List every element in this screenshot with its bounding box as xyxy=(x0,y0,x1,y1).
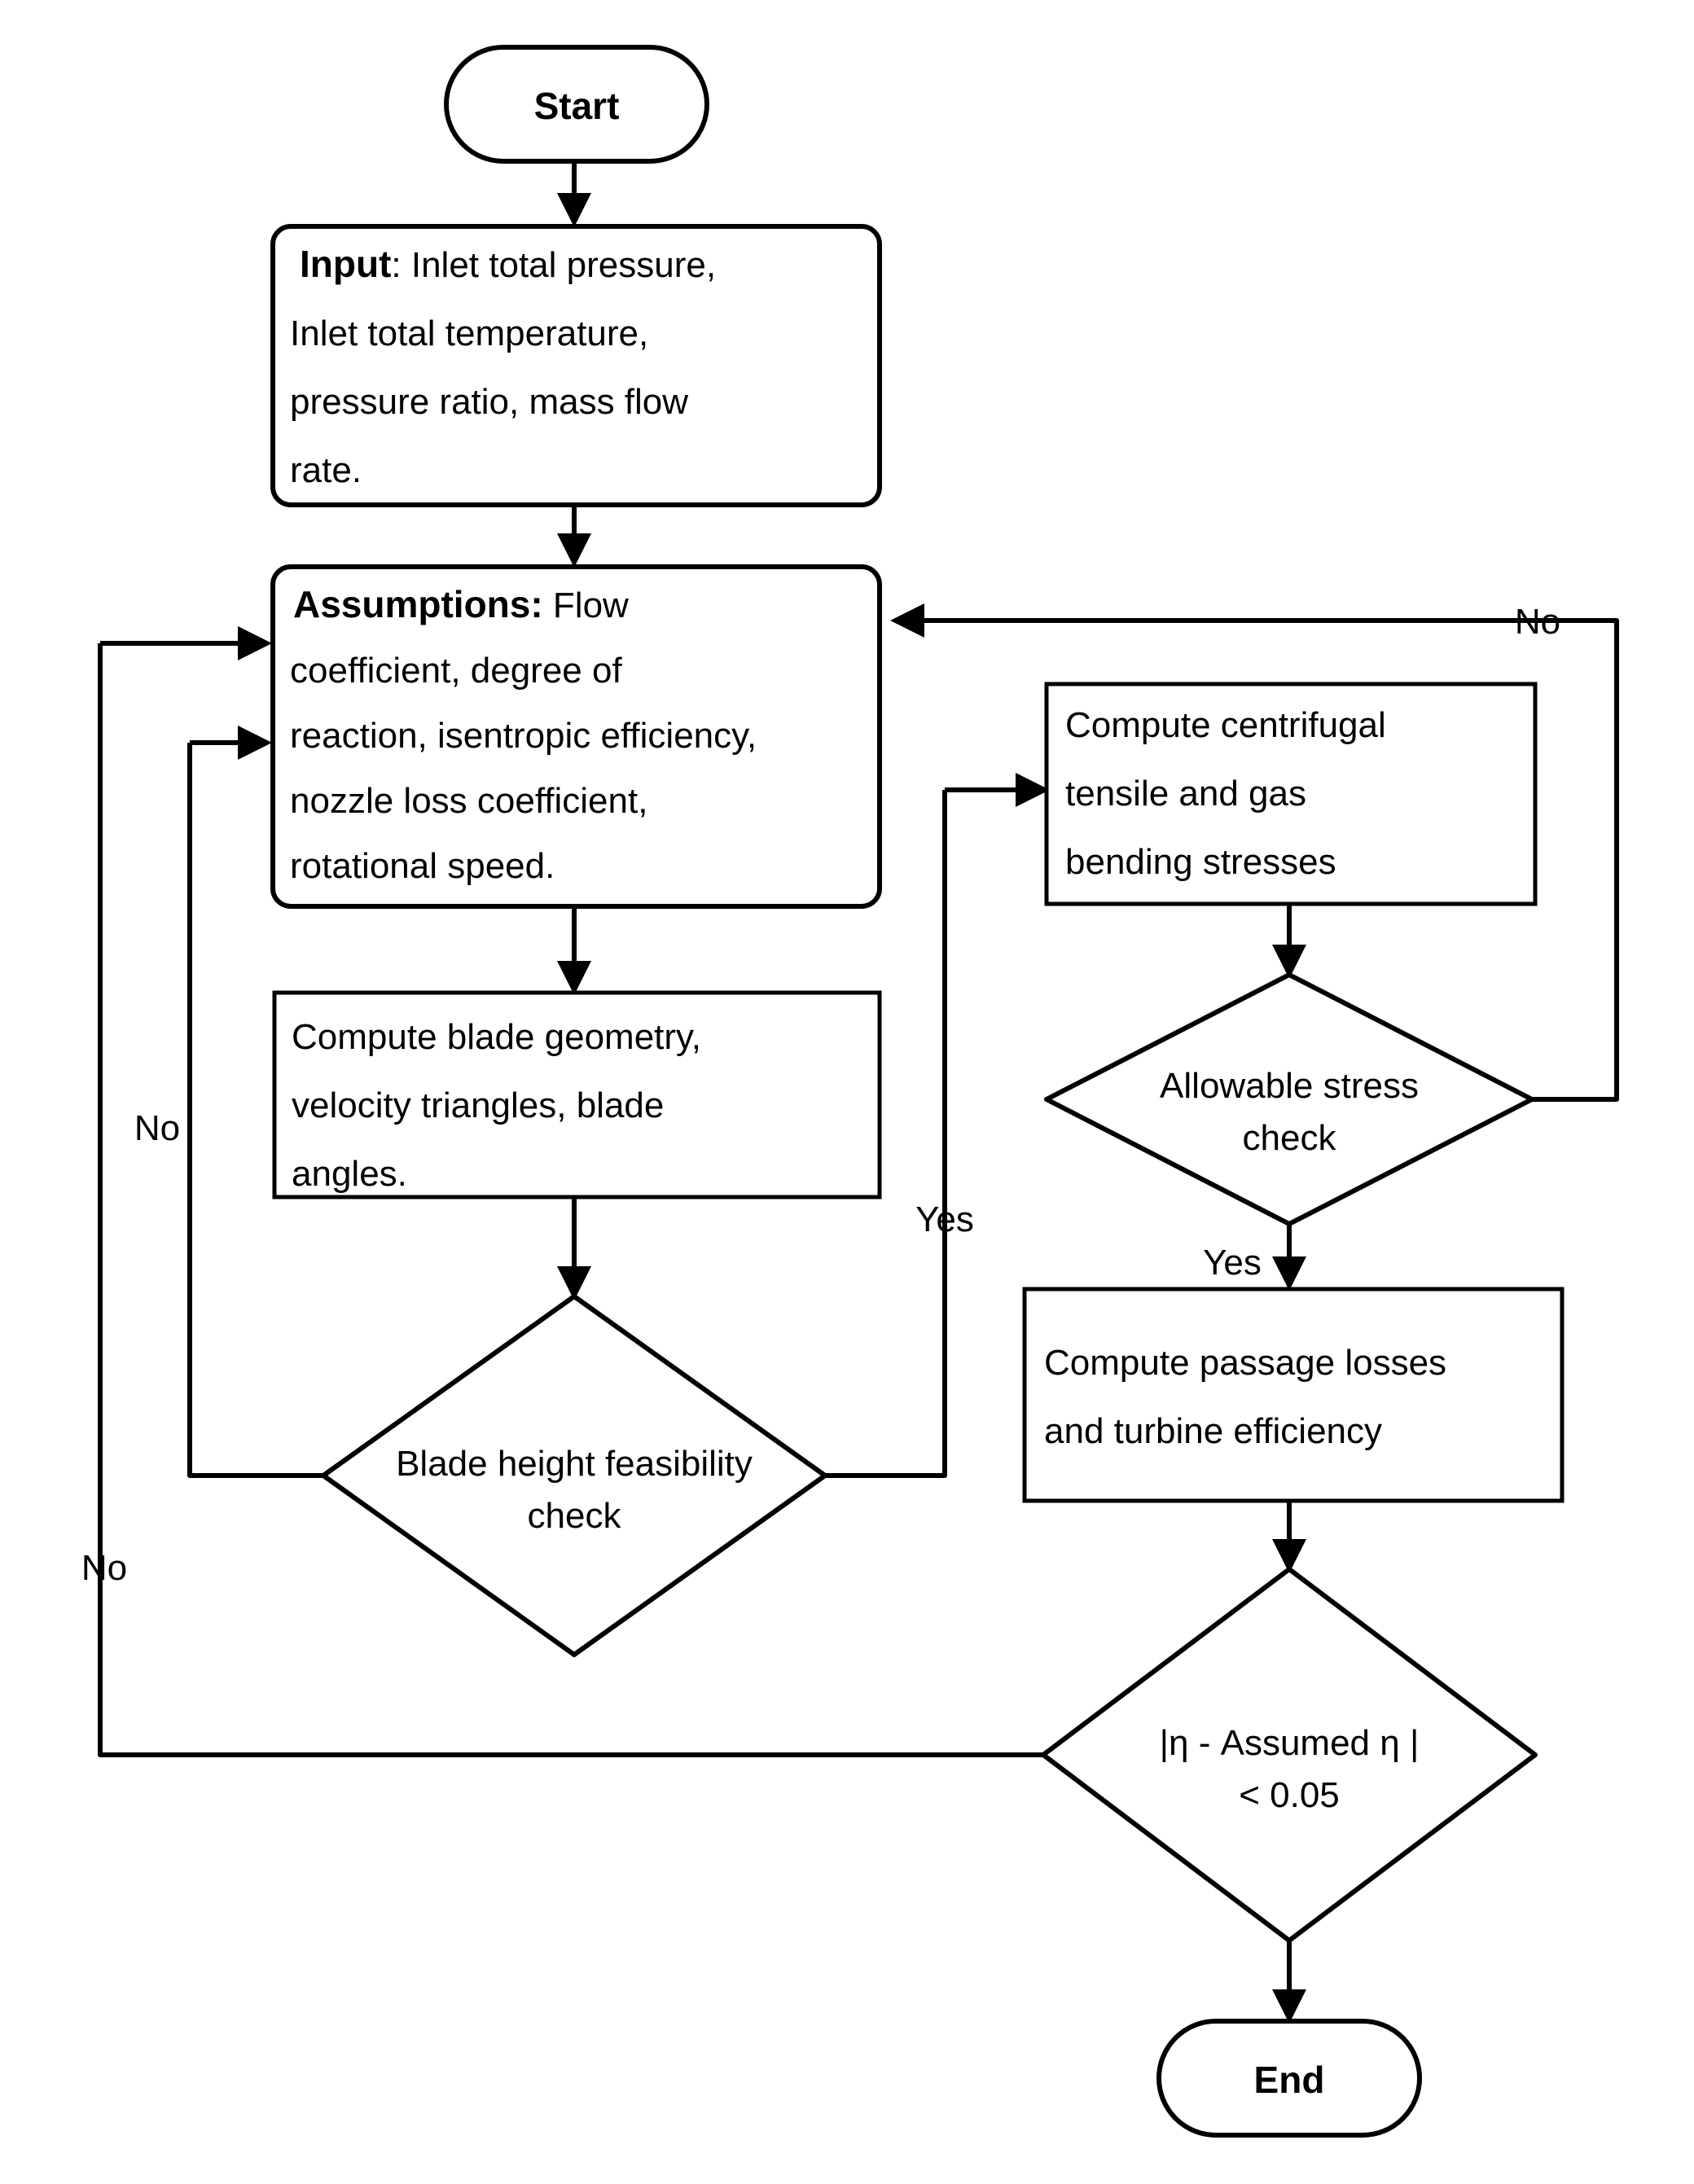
assumptions-shape xyxy=(270,564,882,909)
input-line-1: Input: Inlet total pressure, xyxy=(300,243,716,285)
assumptions-line-4: nozzle loss coefficient, xyxy=(290,781,647,821)
edge-eta-no-segment xyxy=(98,643,1043,1757)
input-shape xyxy=(270,224,882,507)
stresses-line-2: tensile and gas xyxy=(1065,774,1306,814)
input-line-3: pressure ratio, mass flow xyxy=(290,382,688,422)
blade-geometry-shape xyxy=(272,990,882,1199)
assumptions-line-1: Assumptions: Flow xyxy=(293,583,629,625)
start-label: Start xyxy=(534,85,620,127)
node-assumptions[interactable]: Assumptions: Flow coefficient, degree of… xyxy=(270,564,882,909)
stress-check-line-2: check xyxy=(1243,1118,1337,1158)
edge-blade-height-no-segment xyxy=(187,743,323,1478)
passage-losses-shape xyxy=(1022,1287,1565,1503)
blade-geometry-line-2: velocity triangles, blade xyxy=(292,1085,664,1125)
edge-blade-height-yes-segment xyxy=(825,790,947,1478)
node-eta-check[interactable]: |η - Assumed η | < 0.05 xyxy=(1041,1567,1538,1943)
edge-label-blade-height-yes: Yes xyxy=(915,1199,974,1239)
input-line-4: rate. xyxy=(290,450,362,490)
input-line-2: Inlet total temperature, xyxy=(290,314,648,353)
input-bold-prefix: Input xyxy=(300,243,391,285)
assumptions-line-5: rotational speed. xyxy=(290,846,555,886)
assumptions-line-2: coefficient, degree of xyxy=(290,651,622,691)
end-label: End xyxy=(1254,2059,1325,2101)
blade-height-check-line-1: Blade height feasibility xyxy=(396,1444,753,1484)
node-passage-losses[interactable]: Compute passage losses and turbine effic… xyxy=(1022,1287,1565,1503)
edge-label-stress-yes: Yes xyxy=(1203,1243,1262,1283)
blade-geometry-line-3: angles. xyxy=(292,1154,407,1194)
node-stress-check[interactable]: Allowable stress check xyxy=(1044,972,1534,1226)
stresses-shape xyxy=(1044,682,1538,906)
eta-check-line-2: < 0.05 xyxy=(1239,1775,1340,1815)
node-stresses[interactable]: Compute centrifugal tensile and gas bend… xyxy=(1044,682,1538,906)
blade-height-check-line-2: check xyxy=(528,1496,622,1536)
assumptions-line-1-rest: Flow xyxy=(543,585,629,625)
input-line-1-rest: : Inlet total pressure, xyxy=(391,245,716,285)
edge-label-stress-no: No xyxy=(1515,602,1560,642)
node-end[interactable]: End xyxy=(1156,2019,1422,2138)
node-blade-geometry[interactable]: Compute blade geometry, velocity triangl… xyxy=(272,990,882,1199)
node-blade-height-check[interactable]: Blade height feasibility check xyxy=(321,1294,827,1657)
stress-check-line-1: Allowable stress xyxy=(1160,1066,1419,1106)
edge-stress-no-segment xyxy=(941,618,1619,1102)
edge-label-eta-no: No xyxy=(81,1548,127,1588)
stresses-line-1: Compute centrifugal xyxy=(1065,705,1386,745)
edge-label-blade-height-no: No xyxy=(134,1108,180,1148)
node-start[interactable]: Start xyxy=(444,45,709,164)
node-input[interactable]: Input: Inlet total pressure, Inlet total… xyxy=(270,224,882,507)
stress-check-shape xyxy=(1044,972,1534,1226)
blade-geometry-line-1: Compute blade geometry, xyxy=(292,1017,701,1057)
end-shape xyxy=(1156,2019,1422,2138)
stresses-line-3: bending stresses xyxy=(1065,842,1336,882)
eta-check-shape xyxy=(1041,1567,1538,1943)
start-shape xyxy=(444,45,709,164)
assumptions-bold-prefix: Assumptions: xyxy=(293,583,543,625)
passage-losses-line-2: and turbine efficiency xyxy=(1044,1411,1382,1451)
passage-losses-line-1: Compute passage losses xyxy=(1044,1343,1446,1383)
eta-check-line-1: |η - Assumed η | xyxy=(1160,1723,1420,1763)
blade-height-check-shape xyxy=(321,1294,827,1657)
assumptions-line-3: reaction, isentropic efficiency, xyxy=(290,716,757,756)
